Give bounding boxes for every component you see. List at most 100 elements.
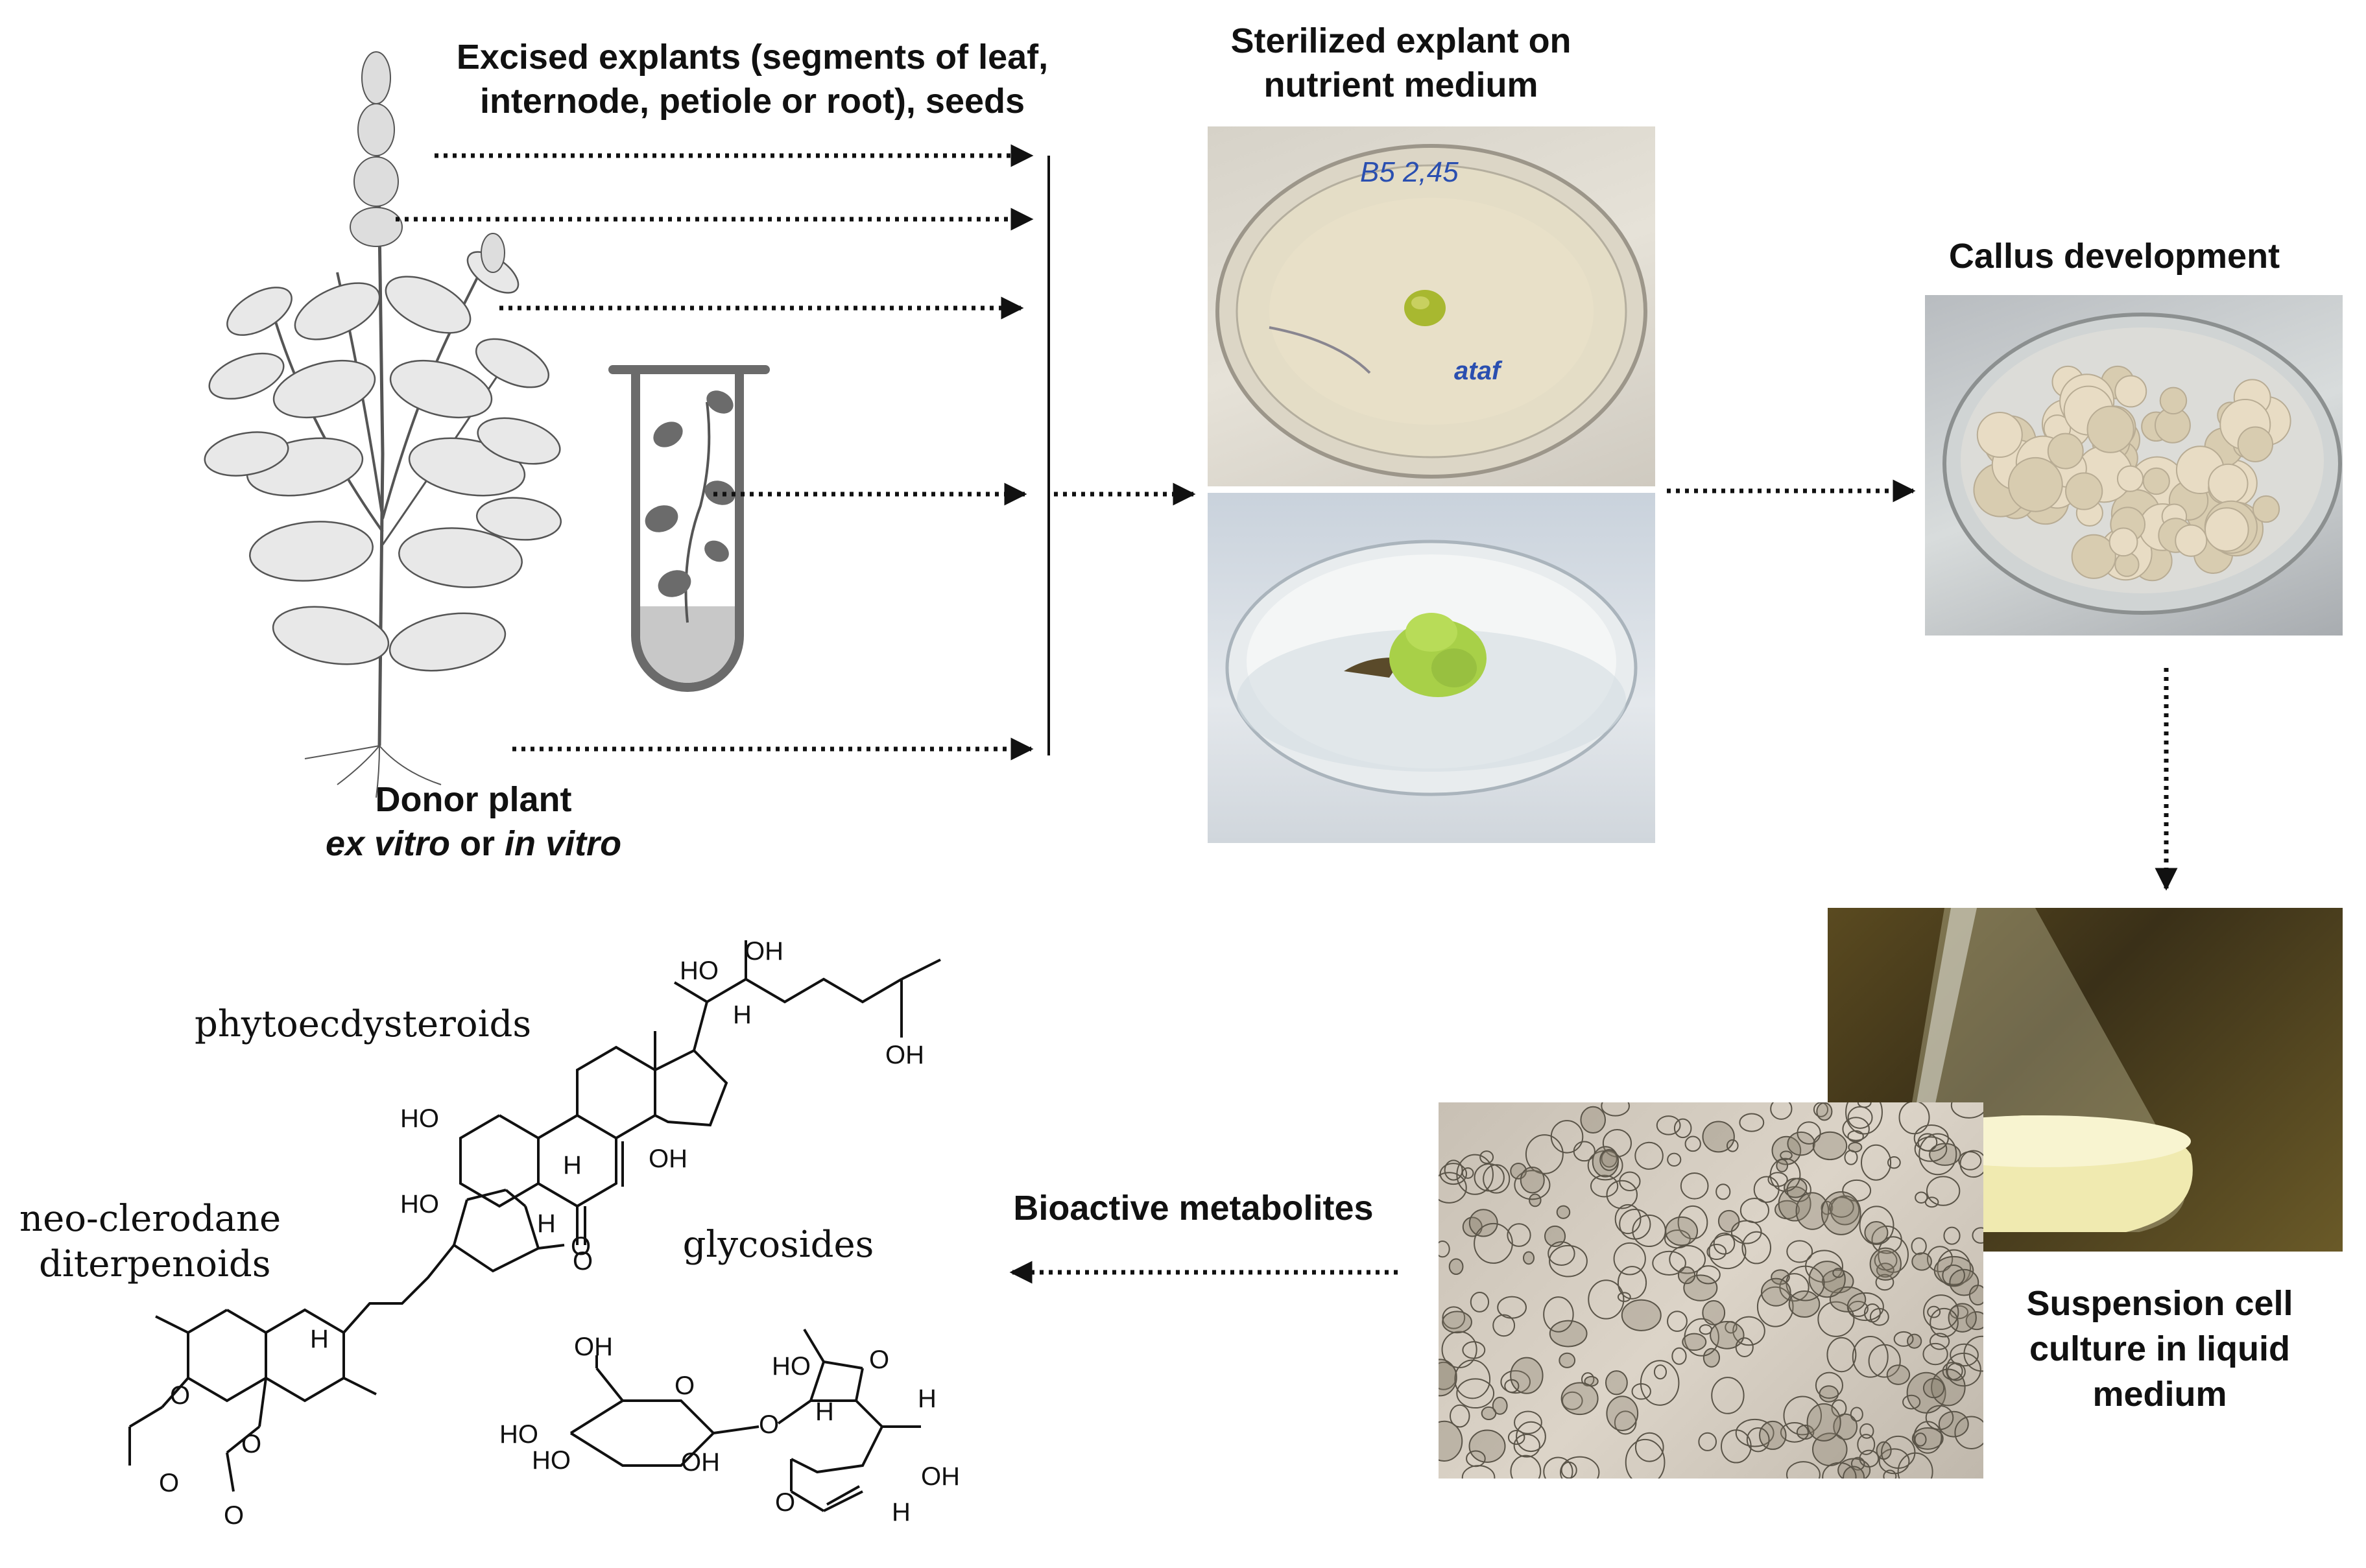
cell	[1911, 1252, 1932, 1271]
cell	[1795, 1192, 1830, 1230]
atom-h-2: H	[563, 1151, 582, 1180]
cell	[1859, 1423, 1874, 1439]
cell	[1614, 1204, 1642, 1235]
callus-clump	[2114, 375, 2147, 408]
atom-o-4: O	[159, 1469, 179, 1497]
atom-oh-2: OH	[885, 1041, 924, 1069]
cell	[1786, 1461, 1821, 1479]
neo-clerodane-structure	[128, 1189, 565, 1492]
cell	[1786, 1240, 1813, 1263]
callus-clump	[2175, 524, 2208, 557]
cell	[1914, 1432, 1927, 1447]
cell	[1845, 1102, 1883, 1135]
cell	[1559, 1352, 1576, 1368]
cell-clusters	[1439, 1102, 1983, 1479]
cell	[1667, 1152, 1682, 1167]
cell	[1706, 1243, 1727, 1261]
cell	[1848, 1300, 1869, 1317]
donor-label-line2: ex vitro or in vitro	[272, 822, 675, 866]
cell	[1843, 1466, 1865, 1479]
atom-oh-1: OH	[745, 937, 783, 966]
cell	[1439, 1172, 1467, 1204]
cell	[1439, 1163, 1468, 1185]
atom-h-1: H	[733, 1001, 752, 1029]
cell	[1543, 1456, 1573, 1479]
cell	[1847, 1106, 1873, 1129]
atom-o-7: O	[675, 1372, 695, 1400]
cell	[1817, 1301, 1855, 1337]
cell	[1797, 1121, 1821, 1145]
cell	[1702, 1121, 1735, 1153]
cell	[1441, 1331, 1477, 1368]
cell	[1556, 1205, 1571, 1219]
atom-o-3: O	[170, 1381, 190, 1410]
cell	[1917, 1133, 1938, 1152]
cell	[1926, 1246, 1954, 1273]
phytoecdysteroids-label: phytoecdysteroids	[195, 1003, 532, 1045]
cell	[1684, 1135, 1701, 1152]
cell	[1850, 1456, 1865, 1471]
cell	[1726, 1139, 1739, 1152]
explants-label-line1: Excised explants (segments of leaf,	[456, 38, 1049, 77]
cell	[1735, 1337, 1754, 1357]
cell	[1869, 1247, 1902, 1281]
callus-clump	[1976, 411, 2023, 458]
iridoid-structure	[569, 1328, 921, 1512]
callus-clump	[2047, 433, 2084, 469]
cell	[1677, 1205, 1708, 1240]
cell	[1544, 1225, 1566, 1247]
cell	[1948, 1303, 1977, 1333]
cell	[1898, 1102, 1930, 1135]
cell	[1915, 1191, 1928, 1204]
atom-ho-6: HO	[772, 1352, 811, 1381]
cell	[1606, 1180, 1638, 1209]
cell	[1682, 1333, 1707, 1351]
cell	[1711, 1377, 1745, 1414]
petri-dish-bottom-drawing	[1225, 540, 1638, 796]
cell	[1617, 1292, 1631, 1302]
cell	[1454, 1359, 1491, 1399]
cell	[1780, 1150, 1793, 1160]
cell	[1746, 1427, 1770, 1453]
cell	[1601, 1102, 1630, 1117]
arrows	[396, 144, 2178, 1284]
sterilized-label-line2: nutrient medium	[1263, 65, 1538, 104]
donor-plant-illustration	[204, 51, 562, 798]
callus-photo	[1925, 295, 2343, 636]
cell	[1859, 1206, 1894, 1245]
cell	[1918, 1133, 1957, 1176]
atom-oh-5: OH	[681, 1448, 720, 1477]
iridoid-line2: glycosides	[682, 1224, 874, 1266]
cell	[1972, 1227, 1983, 1244]
atom-ho-2: HO	[400, 1104, 439, 1133]
cell	[1631, 1383, 1651, 1400]
cell	[1816, 1102, 1833, 1121]
cell	[1864, 1221, 1889, 1244]
cell	[1933, 1255, 1974, 1285]
cell	[1468, 1209, 1498, 1237]
cell	[1924, 1196, 1939, 1208]
cell	[1560, 1382, 1599, 1416]
cell	[1601, 1150, 1618, 1168]
cell	[1449, 1404, 1470, 1428]
cell	[1653, 1364, 1667, 1380]
neo-clerodane-line1: neo-clerodane	[19, 1198, 281, 1240]
callus-clumps	[1973, 365, 2291, 582]
cell	[1780, 1422, 1809, 1443]
cell	[1959, 1150, 1983, 1178]
cell	[1857, 1434, 1876, 1455]
cell	[1914, 1136, 1948, 1162]
donor-or: or	[450, 824, 505, 863]
cell	[1549, 1320, 1588, 1348]
cell	[1929, 1333, 1950, 1350]
cell	[1500, 1370, 1531, 1394]
cell	[1906, 1372, 1946, 1414]
cell	[1783, 1396, 1822, 1436]
atom-o-2: O	[571, 1232, 591, 1261]
cell	[1562, 1391, 1583, 1410]
cell	[1456, 1378, 1495, 1409]
callus-drawing	[1942, 313, 2342, 615]
cell	[1846, 1292, 1884, 1322]
cell	[1828, 1196, 1854, 1218]
cell	[1507, 1223, 1531, 1247]
